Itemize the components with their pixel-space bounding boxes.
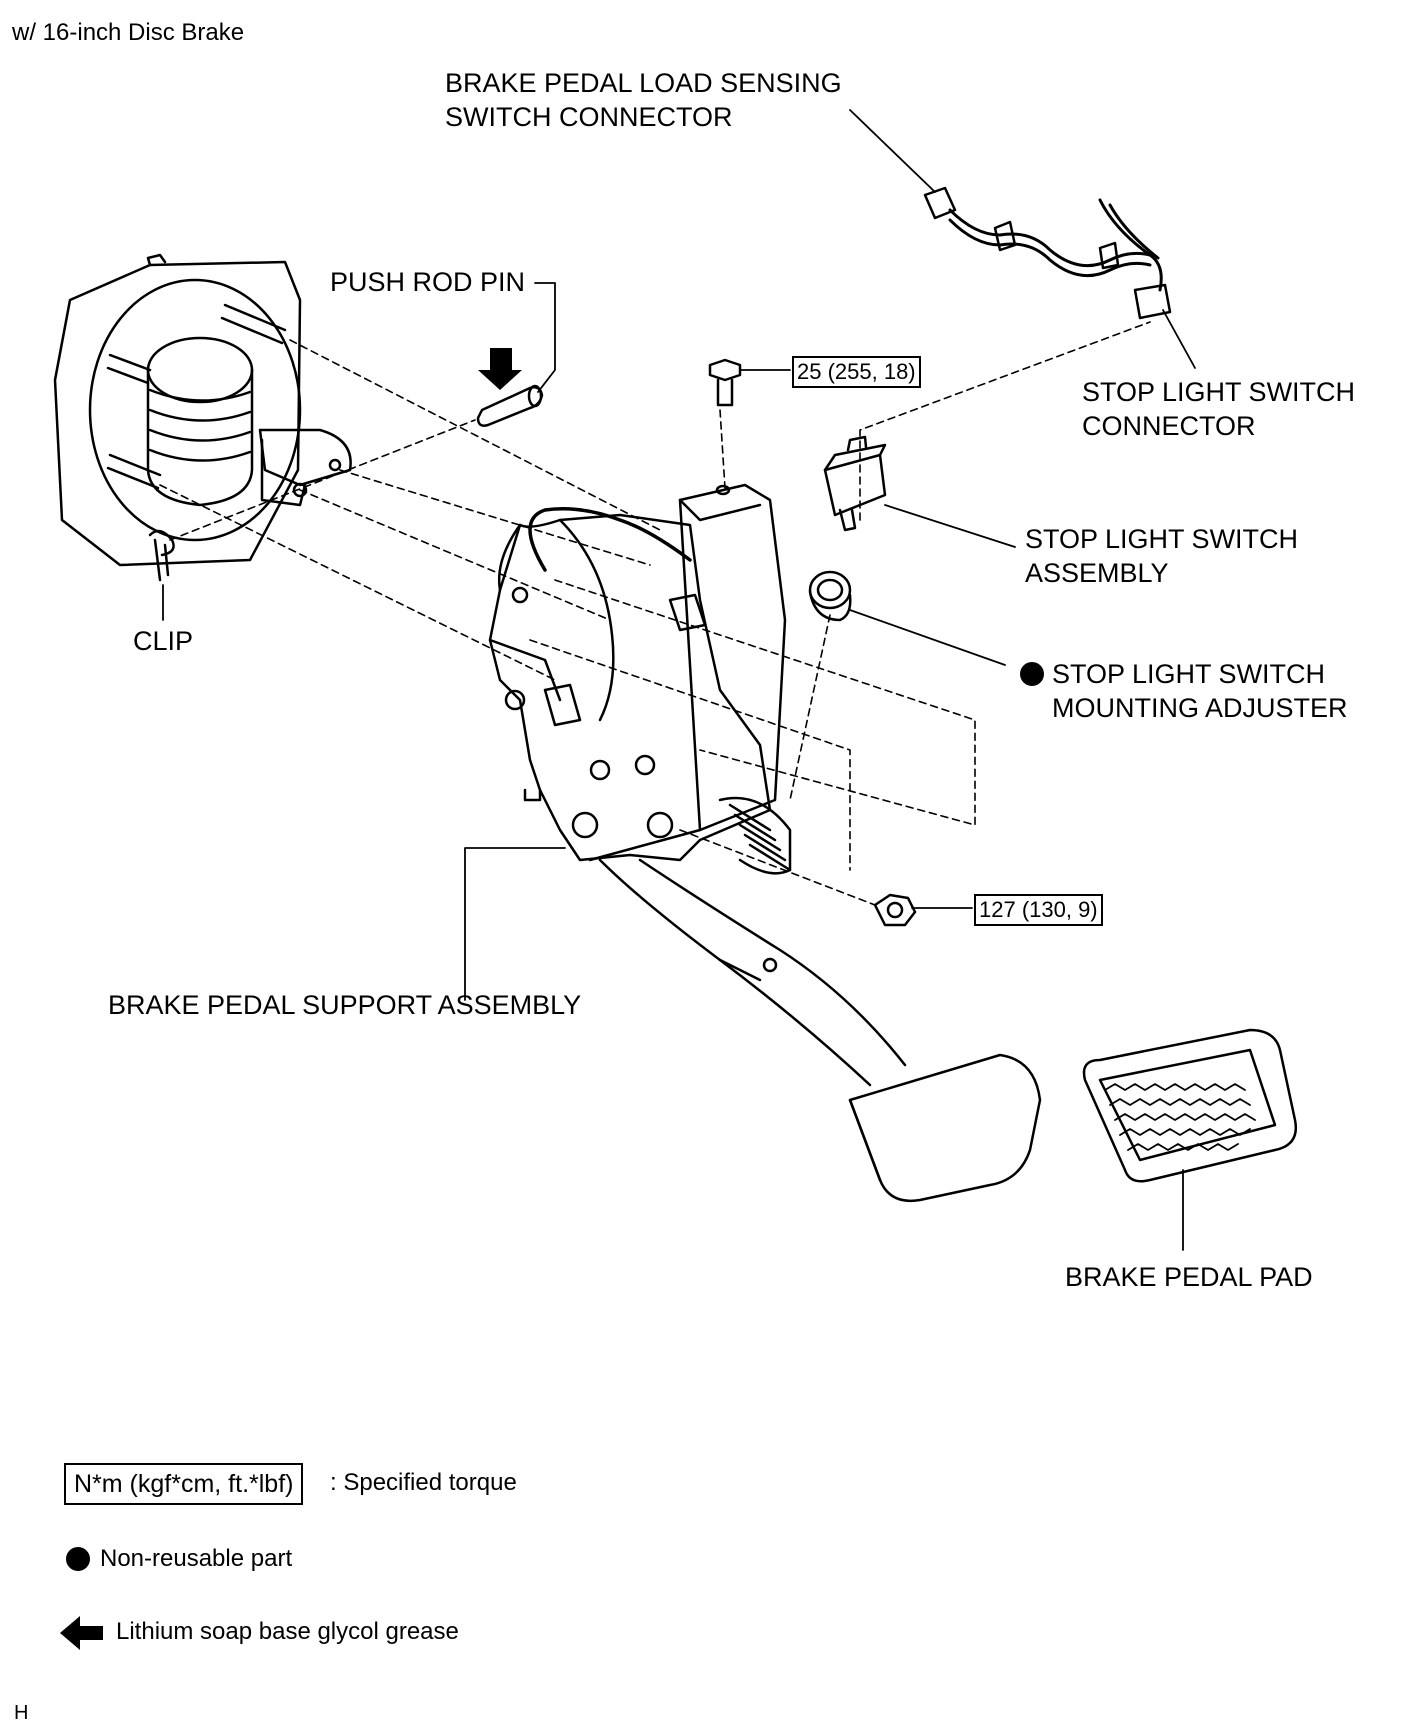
mounting-adjuster-illustration — [808, 570, 852, 622]
brake-pedal-arm-illustration — [588, 483, 1042, 1203]
label-support-assembly: BRAKE PEDAL SUPPORT ASSEMBLY — [108, 990, 582, 1020]
label-pedal-pad: BRAKE PEDAL PAD — [1065, 1262, 1313, 1292]
legend-torque-desc: : Specified torque — [330, 1469, 517, 1496]
legend-non-reusable-text: Non-reusable part — [100, 1545, 293, 1572]
brake-pedal-pad-illustration — [1082, 1028, 1298, 1183]
legend-torque-units-box: N*m (kgf*cm, ft.*lbf) — [64, 1463, 304, 1505]
wire-harness-illustration — [923, 186, 1172, 320]
pedal-support-illustration — [488, 507, 772, 862]
non-reusable-mark-icon — [1020, 662, 1044, 686]
legend-grease-text: Lithium soap base glycol grease — [116, 1618, 459, 1645]
label-clip: CLIP — [133, 626, 194, 656]
assembly-guide-lines — [159, 321, 1151, 906]
label-stop-light-switch-connector: STOP LIGHT SWITCH CONNECTOR — [1082, 377, 1356, 441]
leader-lines — [162, 109, 1196, 1251]
brake-booster-illustration — [53, 253, 352, 567]
label-mounting-adjuster: STOP LIGHT SWITCH MOUNTING ADJUSTER — [1052, 659, 1348, 723]
grease-arrow-icon — [478, 348, 522, 390]
legend-non-reusable-icon — [66, 1547, 90, 1571]
stop-light-switch-illustration — [823, 435, 887, 532]
label-push-rod-pin: PUSH ROD PIN — [330, 267, 526, 297]
torque-box-bolt: 25 (255, 18) — [792, 356, 921, 388]
clip-illustration — [148, 529, 175, 582]
bolt-illustration — [708, 358, 742, 407]
footer-code: H — [14, 1702, 29, 1724]
label-stop-light-switch-assembly: STOP LIGHT SWITCH ASSEMBLY — [1025, 524, 1299, 588]
push-rod-pin-illustration — [476, 384, 544, 427]
variant-heading: w/ 16-inch Disc Brake — [12, 19, 245, 46]
legend-grease-arrow-icon — [60, 1616, 103, 1650]
nut-illustration — [873, 893, 917, 927]
torque-box-nut: 127 (130, 9) — [974, 894, 1103, 926]
label-load-sensing-connector: BRAKE PEDAL LOAD SENSING SWITCH CONNECTO… — [445, 68, 842, 132]
